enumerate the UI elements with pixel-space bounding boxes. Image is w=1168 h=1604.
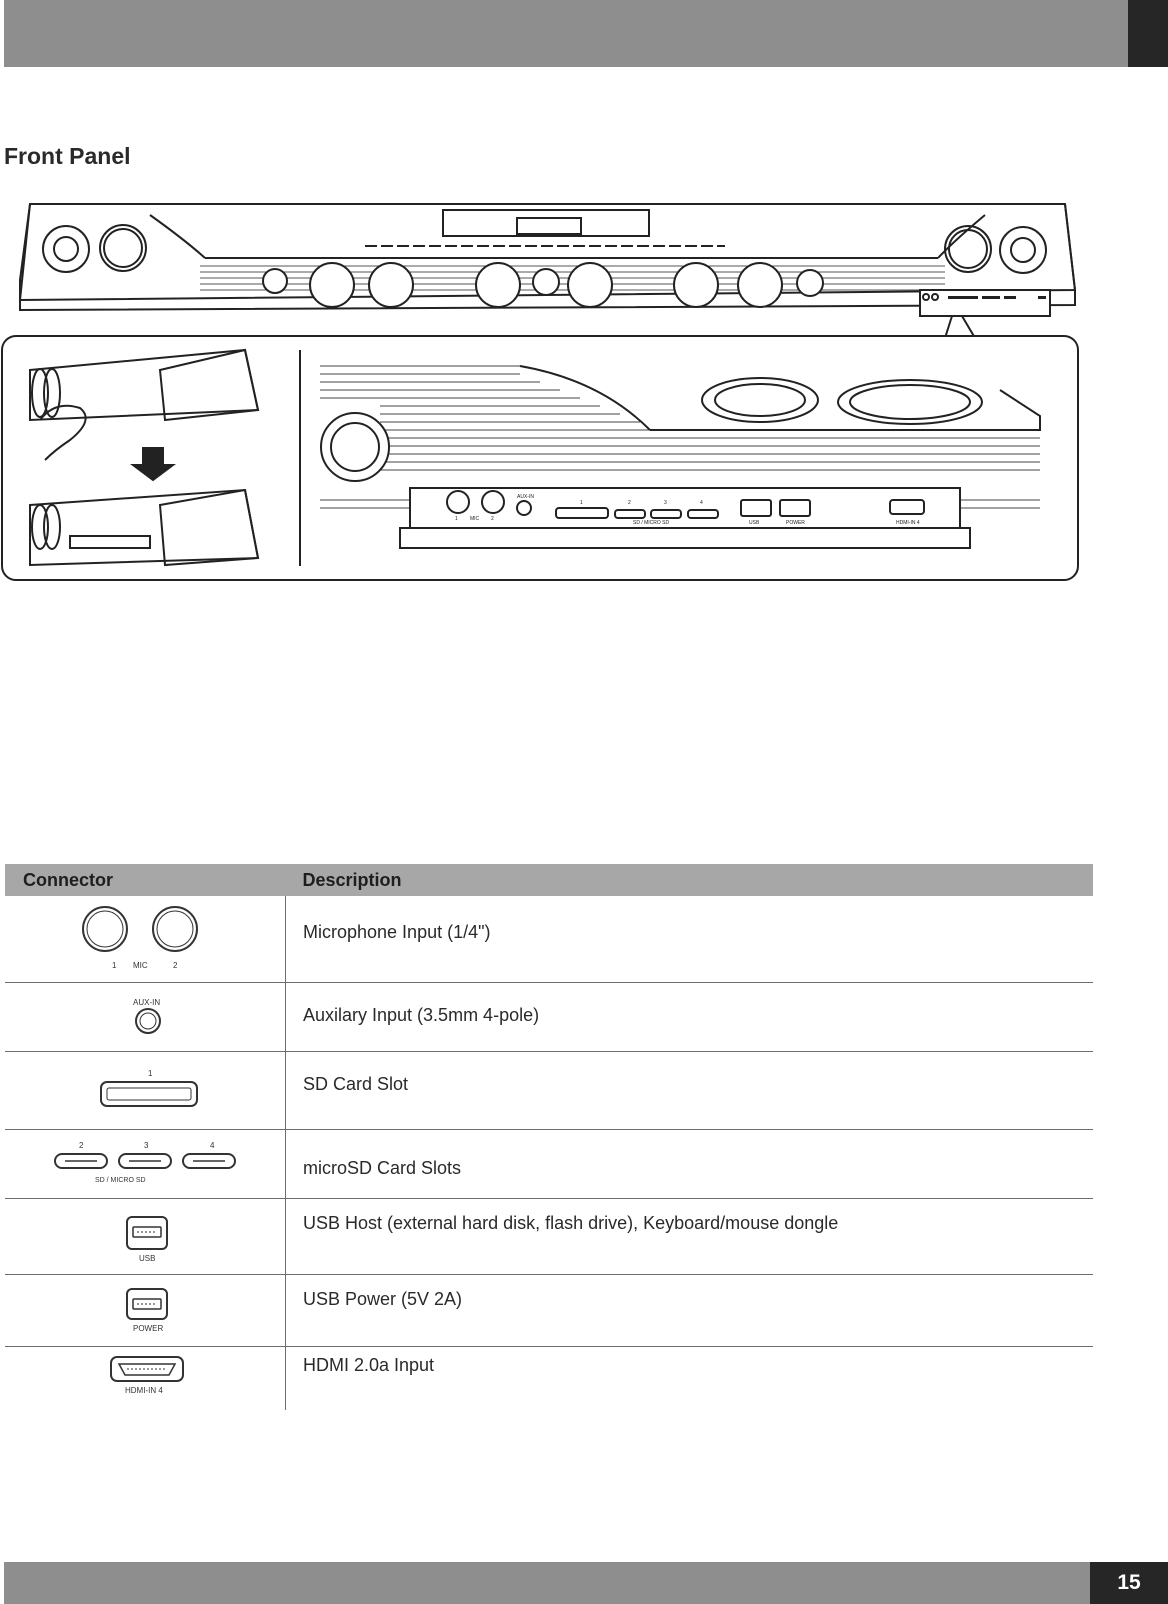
- front-panel-illustration: 1 MIC 2 AUX-IN 1 2 3 4 SD / MICRO SD USB…: [1, 203, 1079, 581]
- table-row: POWER USB Power (5V 2A): [5, 1274, 1093, 1347]
- figure-label-mic-1: 1: [455, 516, 458, 522]
- table-row: 1 MIC 2 Microphone Input (1/4"): [5, 896, 1093, 983]
- row-description: USB Power (5V 2A): [303, 1288, 463, 1309]
- page-number: 15: [1090, 1562, 1168, 1604]
- usb-power-icon: POWER: [5, 1274, 286, 1347]
- header-corner-block: [1128, 0, 1168, 67]
- section-title: Front Panel: [4, 143, 131, 169]
- power-label: POWER: [133, 1324, 163, 1333]
- aux-input-icon: AUX-IN: [5, 982, 286, 1052]
- usb-label: USB: [139, 1254, 155, 1263]
- hdmi-in-label: HDMI-IN 4: [125, 1386, 163, 1395]
- micro-label-2: 2: [79, 1141, 84, 1150]
- micro-label-4: 4: [210, 1141, 215, 1150]
- micro-label-3: 3: [144, 1141, 149, 1150]
- table-row: USB USB Host (external hard disk, flash …: [5, 1198, 1093, 1275]
- microsd-slots-icon: 2 3 4 SD / MICRO SD: [5, 1129, 286, 1199]
- table-row: AUX-IN Auxilary Input (3.5mm 4-pole): [5, 982, 1093, 1052]
- mic-label-2: 2: [173, 961, 178, 970]
- footer-bar: [4, 1562, 1090, 1604]
- column-header-connector: Connector: [5, 864, 286, 896]
- figure-label-mic-2: 2: [491, 516, 494, 522]
- mic-label-1: 1: [112, 961, 117, 970]
- row-description: Microphone Input (1/4"): [303, 922, 491, 942]
- figure-label-usb: USB: [749, 520, 760, 526]
- sd-micro-sd-label: SD / MICRO SD: [95, 1177, 146, 1184]
- table-header-row: Connector Description: [5, 864, 1093, 896]
- figure-label-micro-3: 3: [664, 500, 667, 506]
- row-description: microSD Card Slots: [303, 1157, 462, 1178]
- mic-label: MIC: [133, 961, 148, 970]
- table-row: HDMI-IN 4 HDMI 2.0a Input: [5, 1346, 1093, 1410]
- row-description: Auxilary Input (3.5mm 4-pole): [303, 1004, 540, 1025]
- figure-label-power: POWER: [786, 520, 805, 526]
- mic-input-icon: 1 MIC 2: [5, 896, 286, 983]
- table-row: 2 3 4 SD / MICRO SD microSD Card Slots: [5, 1129, 1093, 1199]
- column-header-description: Description: [285, 864, 1093, 896]
- figure-label-micro-2: 2: [628, 500, 631, 506]
- sd-label-1: 1: [148, 1069, 153, 1078]
- figure-label-hdmi-in: HDMI-IN 4: [896, 520, 920, 526]
- figure-label-sd-1: 1: [580, 500, 583, 506]
- aux-in-label: AUX-IN: [133, 998, 160, 1007]
- row-description: USB Host (external hard disk, flash driv…: [303, 1212, 839, 1233]
- header-bar: [4, 0, 1128, 67]
- figure-label-mic: MIC: [470, 516, 480, 522]
- connector-table: Connector Description 1 MIC 2 Microphone…: [5, 864, 1093, 1410]
- usb-host-icon: USB: [5, 1198, 286, 1275]
- table-row: 1 SD Card Slot: [5, 1051, 1093, 1130]
- row-description: HDMI 2.0a Input: [303, 1354, 435, 1375]
- row-description: SD Card Slot: [303, 1073, 409, 1094]
- figure-label-sd-micro-sd: SD / MICRO SD: [633, 520, 670, 526]
- hdmi-input-icon: HDMI-IN 4: [5, 1346, 286, 1410]
- figure-label-micro-4: 4: [700, 500, 703, 506]
- figure-label-aux-in: AUX-IN: [517, 494, 534, 500]
- sd-card-slot-icon: 1: [5, 1051, 286, 1130]
